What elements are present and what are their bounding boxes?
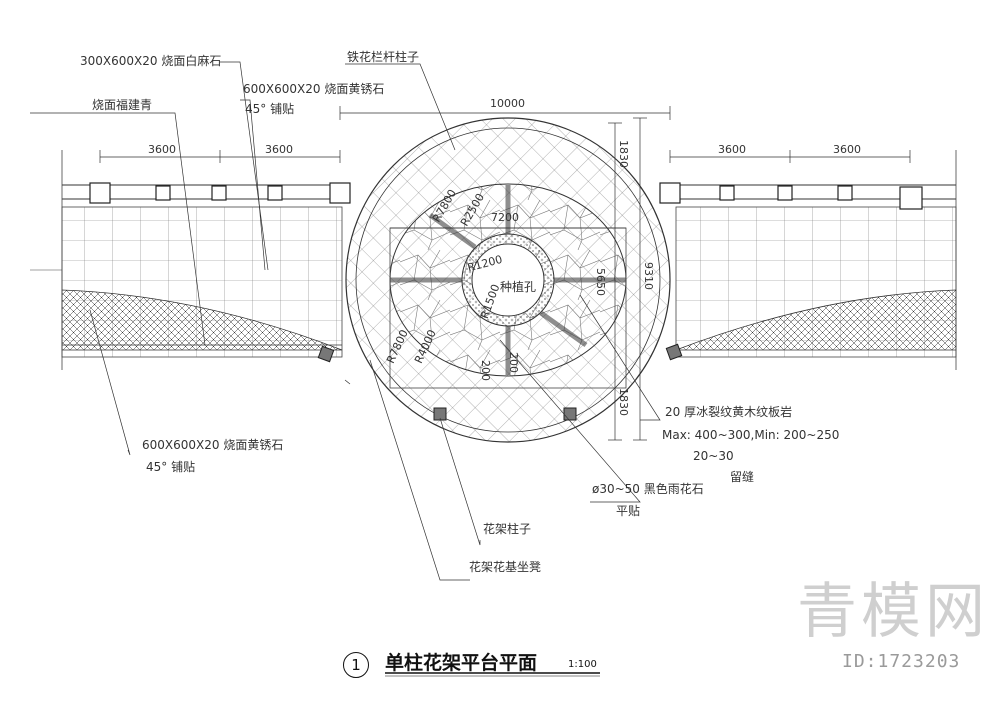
- label-rust-stone-top-45: 45° 铺贴: [245, 102, 295, 116]
- dim-total-width: 10000: [490, 97, 525, 110]
- label-slate-2: Max: 400~300,Min: 200~250: [662, 428, 840, 442]
- label-rust-stone-top: 600X600X20 烧面黄锈石: [243, 82, 385, 96]
- label-rust-stone-bottom-45: 45° 铺贴: [146, 460, 196, 474]
- label-slate-1: 20 厚冰裂纹黄木纹板岩: [665, 405, 793, 419]
- dim-gap-b: 200: [507, 352, 520, 373]
- central-plaza: [345, 117, 671, 443]
- label-fujian-green: 烧面福建青: [92, 98, 153, 112]
- dimension-lines: [99, 106, 911, 441]
- drawing-scale: 1:100: [568, 659, 597, 670]
- dim-total-height: 9310: [642, 262, 655, 290]
- dim-left-1: 3600: [148, 143, 176, 156]
- label-white-granite: 300X600X20 烧面白麻石: [80, 54, 222, 68]
- dim-left-2: 3600: [265, 143, 293, 156]
- label-rust-stone-bottom: 600X600X20 烧面黄锈石: [142, 438, 284, 452]
- dim-inner-width: 7200: [491, 211, 519, 224]
- dim-side-top: 1830: [617, 140, 630, 168]
- label-slate-3: 20~30: [693, 449, 734, 463]
- railing-posts: [89, 182, 923, 210]
- drawing-title: 单柱花架平台平面: [385, 652, 538, 674]
- leader-lines: [30, 61, 661, 581]
- label-railing-post: 铁花栏杆柱子: [347, 50, 420, 64]
- drawing-number: 1: [343, 652, 369, 678]
- left-wing: [30, 150, 343, 370]
- label-slate-4: 留缝: [730, 470, 755, 484]
- right-wing: [675, 150, 957, 370]
- dim-gap-a: 200: [479, 360, 492, 381]
- watermark-id: ID:1723203: [842, 651, 961, 672]
- label-pergola-post: 花架柱子: [483, 522, 532, 536]
- label-pebble-1: ø30~50 黑色雨花石: [592, 482, 704, 496]
- dim-side-bottom: 1830: [617, 388, 630, 416]
- watermark-logo: 青模网: [797, 577, 989, 647]
- dim-right-1: 3600: [718, 143, 746, 156]
- label-pergola-seat: 花架花基坐凳: [469, 560, 542, 574]
- dim-right-2: 3600: [833, 143, 861, 156]
- label-pebble-2: 平贴: [616, 504, 641, 518]
- dim-inner-height: 5650: [594, 268, 607, 296]
- label-planting-hole: 种植孔: [500, 280, 537, 294]
